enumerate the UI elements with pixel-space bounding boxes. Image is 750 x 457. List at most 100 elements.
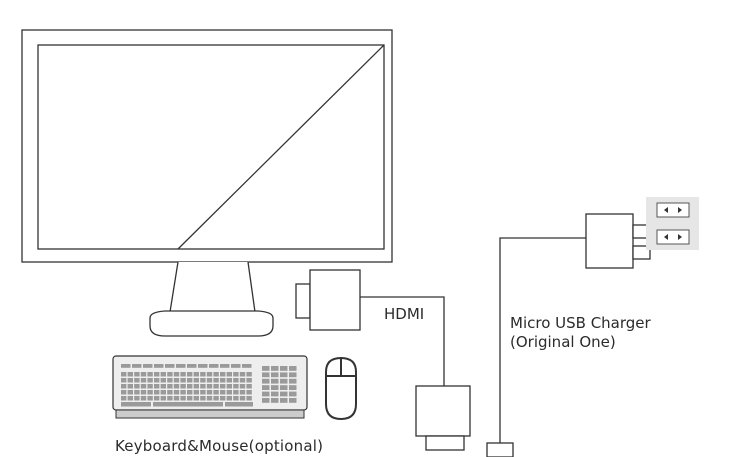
- keyboard-key: [134, 378, 140, 383]
- keyboard-key: [140, 396, 147, 401]
- keyboard-key: [289, 398, 297, 403]
- keyboard-key: [271, 391, 279, 397]
- keyboard-key: [121, 372, 127, 377]
- keyboard-key: [280, 385, 288, 390]
- keyboard-key: [193, 384, 199, 389]
- keyboard-key: [220, 364, 230, 368]
- hdmi-connector-icon: [295, 269, 361, 331]
- peripherals-label: Keyboard&Mouse(optional): [115, 437, 324, 455]
- keyboard-key: [271, 366, 279, 371]
- keyboard-key: [180, 372, 186, 377]
- keyboard-key: [262, 378, 270, 384]
- keyboard-icon: [112, 355, 308, 419]
- keyboard-key: [289, 372, 297, 378]
- keyboard-key: [180, 396, 186, 401]
- keyboard-key: [206, 390, 213, 395]
- keyboard-key: [242, 364, 252, 368]
- keyboard-key: [289, 366, 297, 371]
- keyboard-key: [233, 384, 239, 389]
- keyboard-key: [173, 384, 180, 389]
- keyboard-key: [134, 396, 140, 401]
- keyboard-key: [280, 366, 288, 371]
- keyboard-key: [271, 385, 279, 390]
- keyboard-key: [154, 384, 160, 389]
- keyboard-key: [262, 385, 270, 390]
- keyboard-key: [226, 372, 232, 377]
- keyboard-key: [173, 378, 180, 383]
- keyboard-key: [134, 390, 140, 395]
- mouse-icon: [325, 356, 357, 421]
- keyboard-key: [121, 384, 127, 389]
- keyboard-key: [147, 378, 153, 383]
- keyboard-key: [200, 378, 206, 383]
- keyboard-key: [140, 384, 147, 389]
- keyboard-key: [289, 391, 297, 397]
- keyboard-key: [193, 372, 199, 377]
- keyboard-key: [160, 378, 166, 383]
- keyboard-key: [225, 402, 253, 407]
- keyboard-key: [233, 396, 239, 401]
- micro-usb-plug-icon: [486, 442, 514, 457]
- keyboard-key: [233, 372, 239, 377]
- keyboard-key: [271, 378, 279, 384]
- keyboard-key: [213, 384, 219, 389]
- keyboard-key: [213, 390, 219, 395]
- charger-label-line2: (Original One): [510, 333, 616, 351]
- keyboard-key: [147, 390, 153, 395]
- keyboard-key: [193, 378, 199, 383]
- keyboard-key: [165, 364, 175, 368]
- keyboard-key: [239, 378, 246, 383]
- keyboard-key: [187, 390, 193, 395]
- hdmi-label: HDMI: [384, 305, 425, 323]
- keyboard-key: [127, 384, 133, 389]
- keyboard-key: [246, 390, 252, 395]
- keyboard-key: [147, 396, 153, 401]
- keyboard-key: [121, 364, 131, 368]
- keyboard-key: [200, 396, 206, 401]
- keyboard-key: [154, 364, 164, 368]
- keyboard-key: [220, 390, 226, 395]
- keyboard-key: [160, 384, 166, 389]
- keyboard-key: [121, 402, 151, 407]
- keyboard-key: [231, 364, 241, 368]
- keyboard-key: [246, 378, 252, 383]
- keyboard-key: [134, 372, 140, 377]
- keyboard-key: [167, 390, 173, 395]
- keyboard-key: [289, 378, 297, 384]
- keyboard-key: [187, 384, 193, 389]
- keyboard-key: [239, 390, 246, 395]
- keyboard-key: [127, 396, 133, 401]
- keyboard-key: [246, 372, 252, 377]
- keyboard-key: [206, 372, 213, 377]
- keyboard-key: [187, 372, 193, 377]
- keyboard-key: [200, 390, 206, 395]
- keyboard-key: [132, 364, 142, 368]
- keyboard-key: [209, 364, 219, 368]
- keyboard-key: [143, 364, 153, 368]
- keyboard-key: [226, 384, 232, 389]
- keyboard-key: [147, 384, 153, 389]
- keyboard-key: [193, 396, 199, 401]
- keyboard-key: [220, 378, 226, 383]
- keyboard-key: [226, 396, 232, 401]
- keyboard-key: [167, 378, 173, 383]
- hdmi-cable: [360, 296, 445, 386]
- keyboard-key: [246, 396, 252, 401]
- monitor-icon: [21, 29, 393, 337]
- wall-socket-icon: [646, 197, 699, 250]
- keyboard-key: [226, 390, 232, 395]
- keyboard-key: [180, 378, 186, 383]
- keyboard-key: [220, 384, 226, 389]
- keyboard-key: [262, 391, 270, 397]
- keyboard-key: [153, 402, 223, 407]
- keyboard-key: [280, 398, 288, 403]
- keyboard-key: [233, 378, 239, 383]
- keyboard-key: [200, 384, 206, 389]
- keyboard-key: [121, 390, 127, 395]
- usb-charger-icon: [585, 213, 651, 269]
- keyboard-key: [262, 372, 270, 378]
- keyboard-key: [200, 372, 206, 377]
- keyboard-key: [226, 378, 232, 383]
- keyboard-key: [180, 384, 186, 389]
